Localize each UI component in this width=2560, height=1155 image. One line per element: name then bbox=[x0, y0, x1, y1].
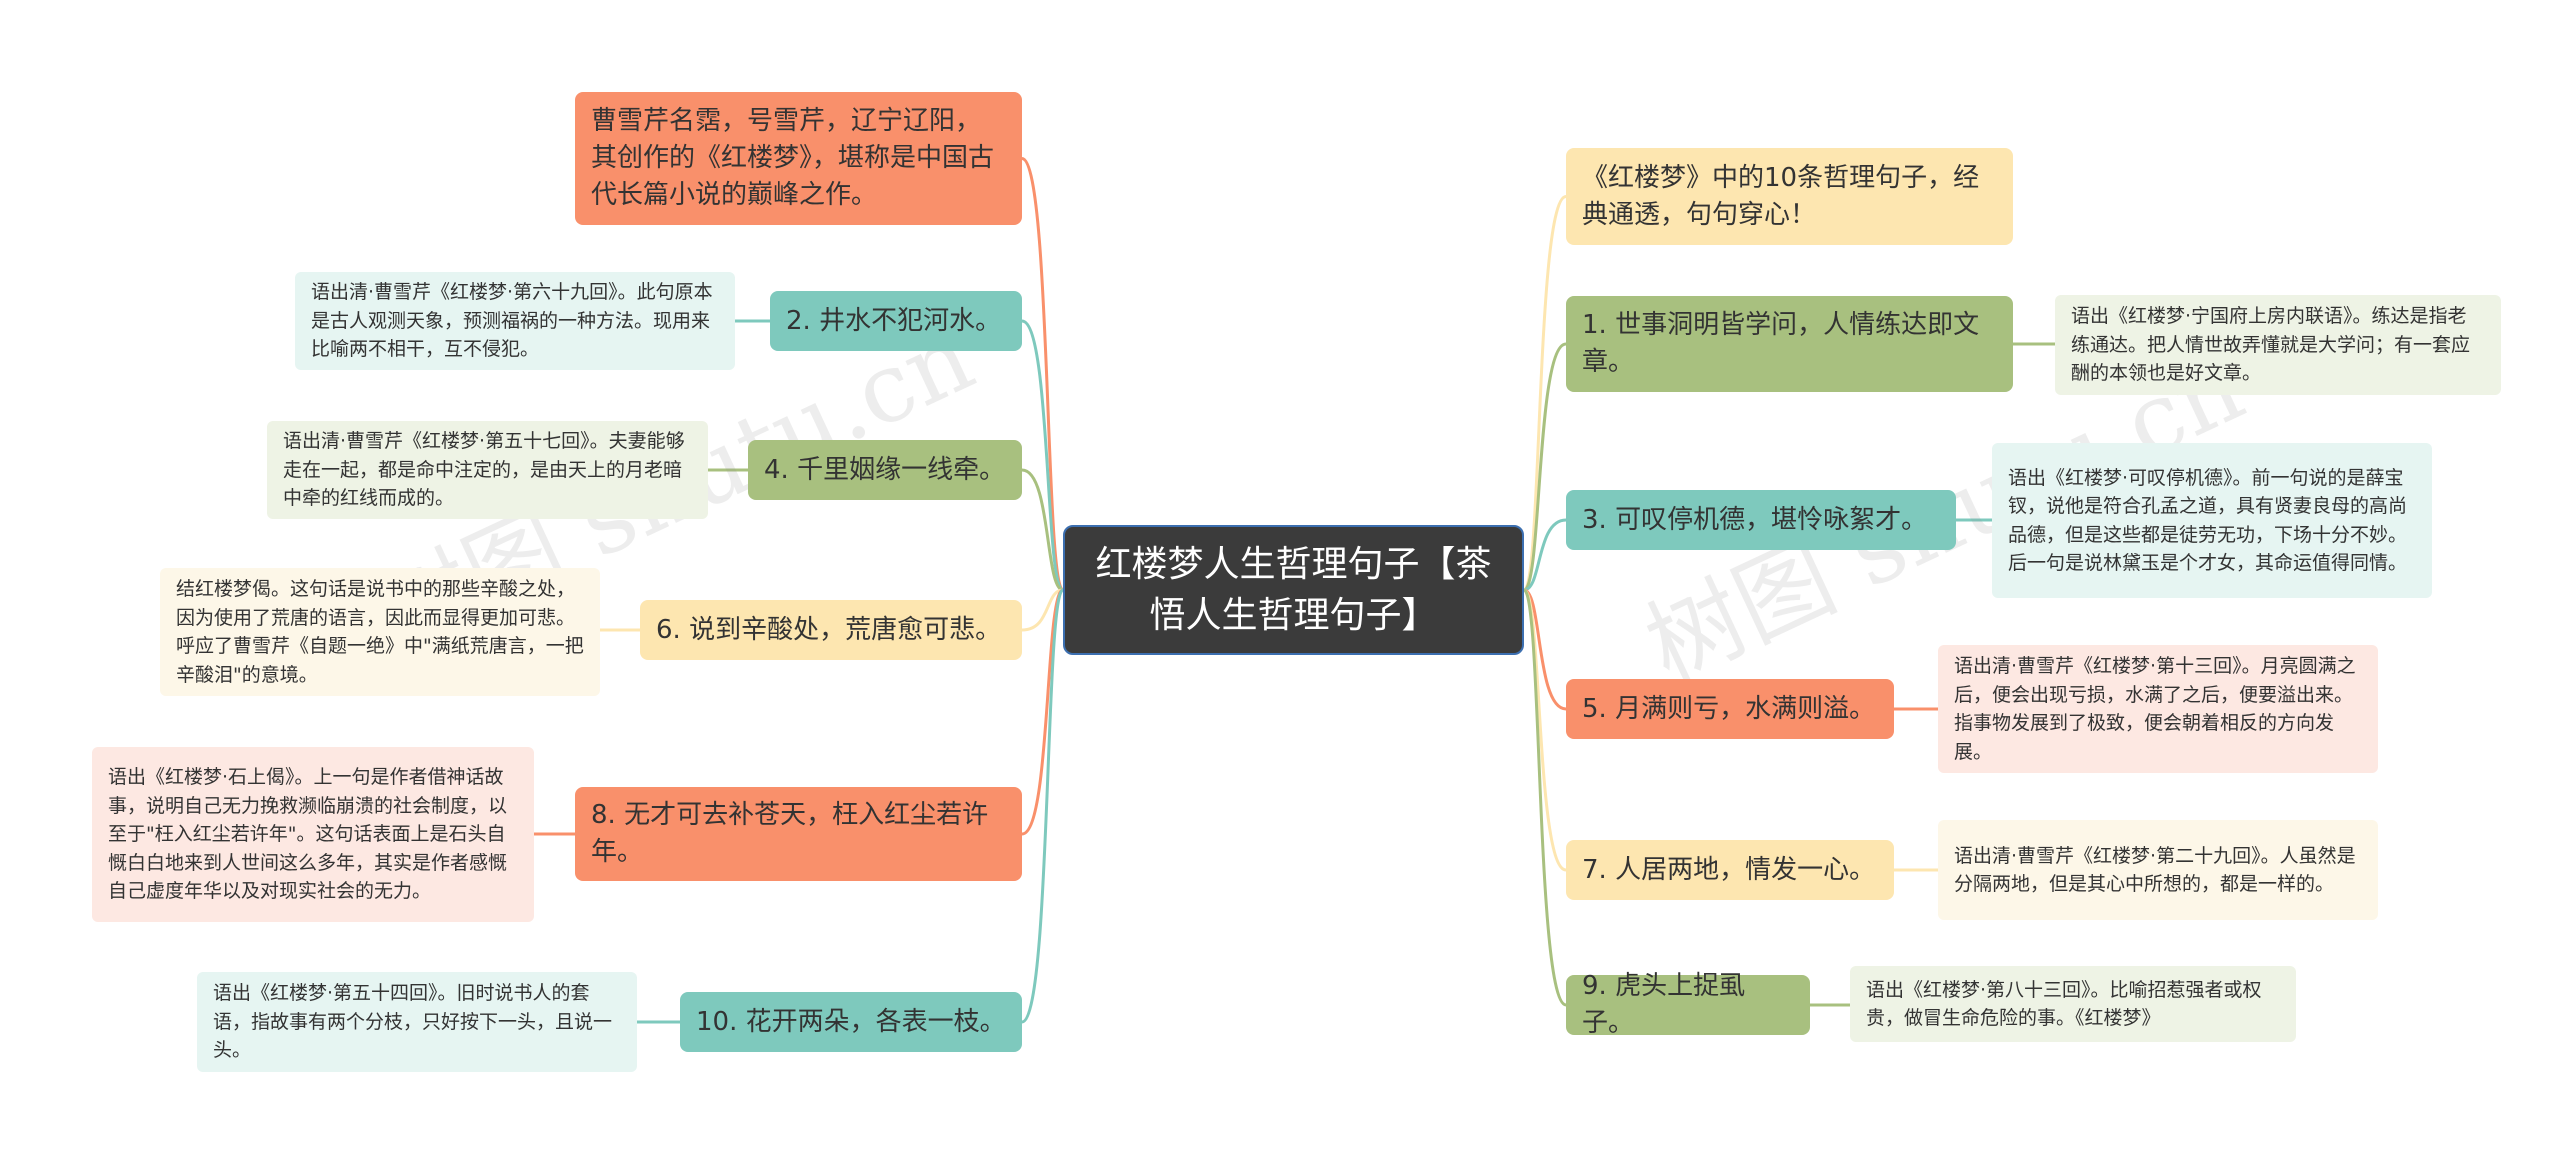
left-branch-4[interactable]: 4. 千里姻缘一线牵。 bbox=[748, 440, 1022, 500]
branch-label: 5. 月满则亏，水满则溢。 bbox=[1582, 693, 1876, 724]
branch-label: 8. 无才可去补苍天，枉入红尘若许年。 bbox=[591, 800, 989, 867]
right-branch-9[interactable]: 9. 虎头上捉虱子。 bbox=[1566, 971, 1810, 1038]
right-branch-5[interactable]: 5. 月满则亏，水满则溢。 bbox=[1566, 679, 1894, 739]
branch-connector bbox=[1522, 588, 1567, 872]
branch-connector bbox=[1021, 319, 1065, 592]
right-branch-intro[interactable]: 《红楼梦》中的10条哲理句子，经典通透，句句穿心！ bbox=[1566, 148, 2013, 245]
left-branch-2[interactable]: 2. 井水不犯河水。 bbox=[770, 291, 1022, 351]
branch-label: 3. 可叹停机德，堪怜咏絮才。 bbox=[1582, 504, 1928, 535]
right-detail-3: 语出《红楼梦·可叹停机德》。前一句说的是薛宝钗，说他是符合孔孟之道，具有贤妻良母… bbox=[1992, 443, 2432, 598]
left-branch-10[interactable]: 10. 花开两朵，各表一枝。 bbox=[680, 992, 1022, 1052]
detail-text: 语出《红楼梦·可叹停机德》。前一句说的是薛宝钗，说他是符合孔孟之道，具有贤妻良母… bbox=[2008, 466, 2408, 575]
branch-connector bbox=[1021, 468, 1064, 592]
detail-text: 语出《红楼梦·宁国府上房内联语》。练达是指老练通达。把人情世故弄懂就是大学问；有… bbox=[2071, 305, 2471, 385]
branch-connector bbox=[1021, 588, 1064, 632]
left-detail-8: 语出《红楼梦·石上偈》。上一句是作者借神话故事，说明自己无力挽救濒临崩溃的社会制… bbox=[92, 747, 534, 922]
right-branch-7[interactable]: 7. 人居两地，情发一心。 bbox=[1566, 840, 1894, 900]
root-topic[interactable]: 红楼梦人生哲理句子【茶悟人生哲理句子】 bbox=[1063, 525, 1524, 655]
branch-label: 2. 井水不犯河水。 bbox=[786, 305, 1002, 336]
left-branch-6[interactable]: 6. 说到辛酸处，荒唐愈可悲。 bbox=[640, 600, 1022, 660]
right-branch-1[interactable]: 1. 世事洞明皆学问，人情练达即文章。 bbox=[1566, 296, 2013, 392]
left-branch-intro[interactable]: 曹雪芹名霑，号雪芹，辽宁辽阳，其创作的《红楼梦》，堪称是中国古代长篇小说的巅峰之… bbox=[575, 92, 1022, 225]
branch-connector bbox=[1522, 195, 1567, 592]
detail-text: 语出清·曹雪芹《红楼梦·第十三回》。月亮圆满之后，便会出现亏损，水满了之后，便要… bbox=[1954, 655, 2356, 763]
branch-label: 9. 虎头上捉虱子。 bbox=[1582, 971, 1746, 1038]
branch-connector bbox=[1021, 157, 1065, 592]
detail-text: 语出清·曹雪芹《红楼梦·第二十九回》。人虽然是分隔两地，但是其心中所想的，都是一… bbox=[1954, 844, 2356, 896]
branch-connector bbox=[1522, 588, 1567, 1007]
branch-label: 1. 世事洞明皆学问，人情练达即文章。 bbox=[1582, 310, 1980, 377]
right-detail-5: 语出清·曹雪芹《红楼梦·第十三回》。月亮圆满之后，便会出现亏损，水满了之后，便要… bbox=[1938, 645, 2378, 773]
right-detail-9: 语出《红楼梦·第八十三回》。比喻招惹强者或权贵，做冒生命危险的事。《红楼梦》 bbox=[1850, 966, 2296, 1042]
branch-label: 6. 说到辛酸处，荒唐愈可悲。 bbox=[656, 614, 1002, 645]
right-branch-3[interactable]: 3. 可叹停机德，堪怜咏絮才。 bbox=[1566, 490, 1956, 550]
left-branch-8[interactable]: 8. 无才可去补苍天，枉入红尘若许年。 bbox=[575, 787, 1022, 881]
branch-label: 《红楼梦》中的10条哲理句子，经典通透，句句穿心！ bbox=[1582, 162, 1980, 230]
right-detail-1: 语出《红楼梦·宁国府上房内联语》。练达是指老练通达。把人情世故弄懂就是大学问；有… bbox=[2055, 295, 2501, 395]
detail-text: 语出清·曹雪芹《红楼梦·第五十七回》。夫妻能够走在一起，都是命中注定的，是由天上… bbox=[283, 430, 685, 510]
left-detail-10: 语出《红楼梦·第五十四回》。旧时说书人的套语，指故事有两个分枝，只好按下一头，且… bbox=[197, 972, 637, 1072]
root-title: 红楼梦人生哲理句子【茶悟人生哲理句子】 bbox=[1095, 543, 1492, 636]
left-detail-2: 语出清·曹雪芹《红楼梦·第六十九回》。此句原本是古人观测天象，预测福祸的一种方法… bbox=[295, 272, 735, 370]
detail-text: 语出《红楼梦·第八十三回》。比喻招惹强者或权贵，做冒生命危险的事。《红楼梦》 bbox=[1866, 978, 2262, 1030]
left-detail-6: 结红楼梦偈。这句话是说书中的那些辛酸之处，因为使用了荒唐的语言，因此而显得更加可… bbox=[160, 568, 600, 696]
branch-connector bbox=[1522, 342, 1567, 592]
branch-label: 7. 人居两地，情发一心。 bbox=[1582, 854, 1876, 885]
detail-text: 语出清·曹雪芹《红楼梦·第六十九回》。此句原本是古人观测天象，预测福祸的一种方法… bbox=[311, 281, 713, 361]
left-detail-4: 语出清·曹雪芹《红楼梦·第五十七回》。夫妻能够走在一起，都是命中注定的，是由天上… bbox=[267, 421, 708, 519]
branch-label: 10. 花开两朵，各表一枝。 bbox=[696, 1006, 1006, 1037]
branch-connector bbox=[1021, 588, 1065, 836]
branch-label: 曹雪芹名霑，号雪芹，辽宁辽阳，其创作的《红楼梦》，堪称是中国古代长篇小说的巅峰之… bbox=[591, 106, 995, 210]
branch-connector bbox=[1523, 588, 1567, 711]
right-detail-7: 语出清·曹雪芹《红楼梦·第二十九回》。人虽然是分隔两地，但是其心中所想的，都是一… bbox=[1938, 820, 2378, 920]
detail-text: 语出《红楼梦·石上偈》。上一句是作者借神话故事，说明自己无力挽救濒临崩溃的社会制… bbox=[108, 766, 508, 903]
branch-connector bbox=[1021, 588, 1065, 1024]
detail-text: 语出《红楼梦·第五十四回》。旧时说书人的套语，指故事有两个分枝，只好按下一头，且… bbox=[213, 982, 613, 1062]
branch-label: 4. 千里姻缘一线牵。 bbox=[764, 454, 1006, 485]
detail-text: 结红楼梦偈。这句话是说书中的那些辛酸之处，因为使用了荒唐的语言，因此而显得更加可… bbox=[176, 578, 584, 686]
branch-connector bbox=[1523, 518, 1567, 592]
